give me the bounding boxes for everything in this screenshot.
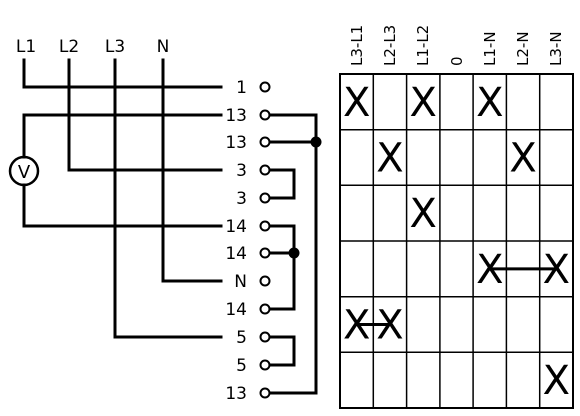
contact-closed-mark: X	[509, 136, 536, 182]
phase-label-n: N	[157, 37, 170, 57]
voltmeter: V	[8, 155, 40, 187]
position-header: L1-N	[481, 31, 499, 66]
junction-dot-14	[288, 247, 300, 259]
terminal-circle	[259, 109, 271, 121]
position-header: L1-L2	[414, 25, 432, 66]
position-header: 0	[448, 56, 466, 66]
contact-grid	[339, 73, 574, 409]
terminal-label: 14	[225, 300, 247, 320]
wire-l3	[113, 58, 223, 339]
wire-voltmeter-bottom	[22, 183, 223, 228]
terminal-list: 1 13 13 3 3 14 14 N 14 5 5 13	[225, 78, 247, 404]
terminal-circle	[259, 164, 271, 176]
terminal-label: 5	[236, 356, 247, 376]
position-header: L2-L3	[381, 25, 399, 66]
contact-closed-mark: X	[476, 80, 503, 126]
bridge-13-13-13	[268, 113, 318, 395]
terminal-circle	[259, 192, 271, 204]
terminal-circles	[259, 81, 271, 399]
terminal-circle	[259, 303, 271, 315]
terminal-circle	[259, 247, 271, 259]
position-header: L3-N	[547, 31, 565, 66]
terminal-label: 5	[236, 328, 247, 348]
contact-closed-mark: X	[410, 191, 437, 237]
terminal-circle	[259, 331, 271, 343]
terminal-circle	[259, 220, 271, 232]
wiring	[22, 58, 318, 395]
junction-dot-13	[310, 136, 322, 148]
voltmeter-label: V	[18, 162, 31, 183]
contact-closed-mark: X	[543, 358, 570, 404]
terminal-circle	[259, 136, 271, 148]
phase-label-l3: L3	[105, 37, 125, 57]
bridge-5-5	[268, 335, 296, 367]
terminal-label: 13	[225, 106, 247, 126]
position-headers: L3-L1 L2-L3 L1-L2 0 L1-N L2-N L3-N	[348, 25, 565, 66]
phase-label-l1: L1	[16, 37, 36, 57]
contact-closed-mark: X	[343, 80, 370, 126]
bridge-14-14-14	[268, 224, 296, 311]
wire-n	[161, 58, 223, 283]
phase-label-l2: L2	[59, 37, 79, 57]
terminal-label: 13	[225, 133, 247, 153]
terminal-label: N	[234, 272, 247, 292]
terminal-label: 3	[236, 161, 247, 181]
terminal-label: 1	[236, 78, 247, 98]
terminal-label: 3	[236, 189, 247, 209]
wire-l1	[22, 58, 223, 89]
terminal-circle	[259, 275, 271, 287]
terminal-circle	[259, 81, 271, 93]
contact-closed-mark: X	[376, 136, 403, 182]
terminal-label: 14	[225, 217, 247, 237]
wire-voltmeter-top	[22, 113, 223, 159]
position-header: L2-N	[514, 31, 532, 66]
terminal-label: 13	[225, 384, 247, 404]
terminal-circle	[259, 387, 271, 399]
terminal-circle	[259, 359, 271, 371]
wire-l2	[67, 58, 223, 172]
contact-closed-mark: X	[410, 80, 437, 126]
bridge-3-3	[268, 168, 296, 200]
terminal-label: 14	[225, 244, 247, 264]
position-header: L3-L1	[348, 25, 366, 66]
